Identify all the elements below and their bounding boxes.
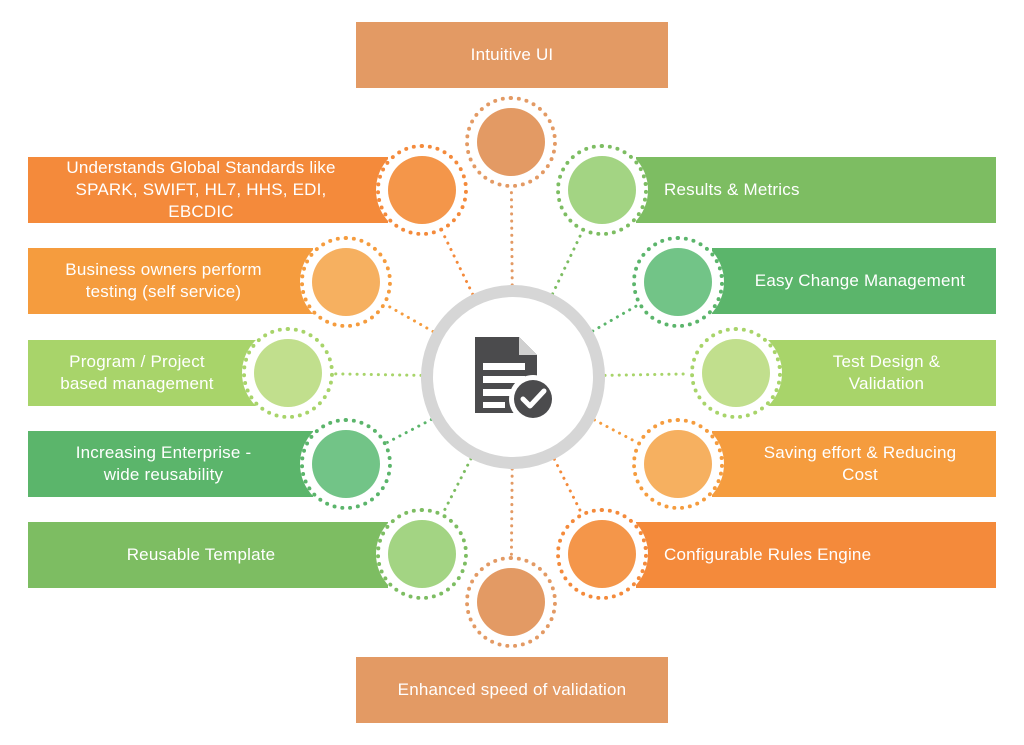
label-intuitive-ui: Intuitive UI	[470, 45, 554, 64]
label-enterprise-reusability: Increasing Enterprise - wide reusability	[75, 443, 252, 484]
node-dot	[477, 568, 545, 636]
node-dot	[644, 430, 712, 498]
node-dot	[477, 108, 545, 176]
node-dot	[312, 248, 380, 316]
connector-results-metrics	[551, 230, 584, 296]
label-global-standards: Understands Global Standards like SPARK,…	[66, 158, 336, 221]
bar-rules-engine: Configurable Rules Engine	[636, 522, 996, 588]
connector-business-owners	[384, 303, 435, 334]
node-business-owners	[300, 236, 392, 328]
node-dot	[568, 520, 636, 588]
connector-saving-effort	[592, 418, 639, 445]
bar-results-metrics: Results & Metrics	[636, 157, 996, 223]
node-rules-engine	[556, 508, 648, 600]
node-enterprise-reusability	[300, 418, 392, 510]
bar-program-project: Program / Project based management	[28, 340, 260, 406]
node-saving-effort	[632, 418, 724, 510]
node-dot	[388, 520, 456, 588]
node-test-design	[690, 327, 782, 419]
bar-easy-change: Easy Change Management	[712, 248, 996, 314]
bar-test-design: Test Design & Validation	[765, 340, 996, 406]
bar-enhanced-speed: Enhanced speed of validation	[356, 657, 668, 723]
connector-reusable-template	[441, 457, 473, 515]
bar-reusable-template: Reusable Template	[28, 522, 388, 588]
node-reusable-template	[376, 508, 468, 600]
connector-enhanced-speed	[509, 467, 514, 558]
bar-intuitive-ui: Intuitive UI	[356, 22, 668, 88]
connector-enterprise-reusability	[385, 418, 433, 445]
bar-enterprise-reusability: Increasing Enterprise - wide reusability	[28, 431, 313, 497]
node-easy-change	[632, 236, 724, 328]
label-test-design: Test Design & Validation	[832, 352, 941, 393]
label-business-owners: Business owners perform testing (self se…	[65, 260, 262, 301]
node-results-metrics	[556, 144, 648, 236]
label-program-project: Program / Project based management	[60, 352, 214, 393]
label-enhanced-speed: Enhanced speed of validation	[397, 680, 627, 699]
connector-program-project	[332, 372, 423, 377]
label-rules-engine: Configurable Rules Engine	[664, 545, 872, 564]
node-dot	[254, 339, 322, 407]
node-program-project	[242, 327, 334, 419]
connector-easy-change	[591, 303, 640, 333]
node-global-standards	[376, 144, 468, 236]
node-dot	[644, 248, 712, 316]
label-reusable-template: Reusable Template	[126, 545, 276, 564]
document-check-icon	[475, 337, 557, 423]
connector-rules-engine	[552, 457, 583, 515]
node-enhanced-speed	[465, 556, 557, 648]
connector-global-standards	[440, 229, 475, 296]
connector-test-design	[603, 372, 692, 377]
bar-saving-effort: Saving effort & Reducing Cost	[712, 431, 996, 497]
node-dot	[702, 339, 770, 407]
center-hub	[421, 285, 605, 469]
node-dot	[312, 430, 380, 498]
node-intuitive-ui	[465, 96, 557, 188]
bar-global-standards: Understands Global Standards like SPARK,…	[28, 157, 388, 223]
bar-business-owners: Business owners perform testing (self se…	[28, 248, 313, 314]
label-easy-change: Easy Change Management	[754, 271, 966, 290]
node-dot	[568, 156, 636, 224]
label-results-metrics: Results & Metrics	[664, 180, 800, 199]
connector-intuitive-ui	[509, 186, 514, 287]
node-dot	[388, 156, 456, 224]
label-saving-effort: Saving effort & Reducing Cost	[763, 443, 957, 484]
